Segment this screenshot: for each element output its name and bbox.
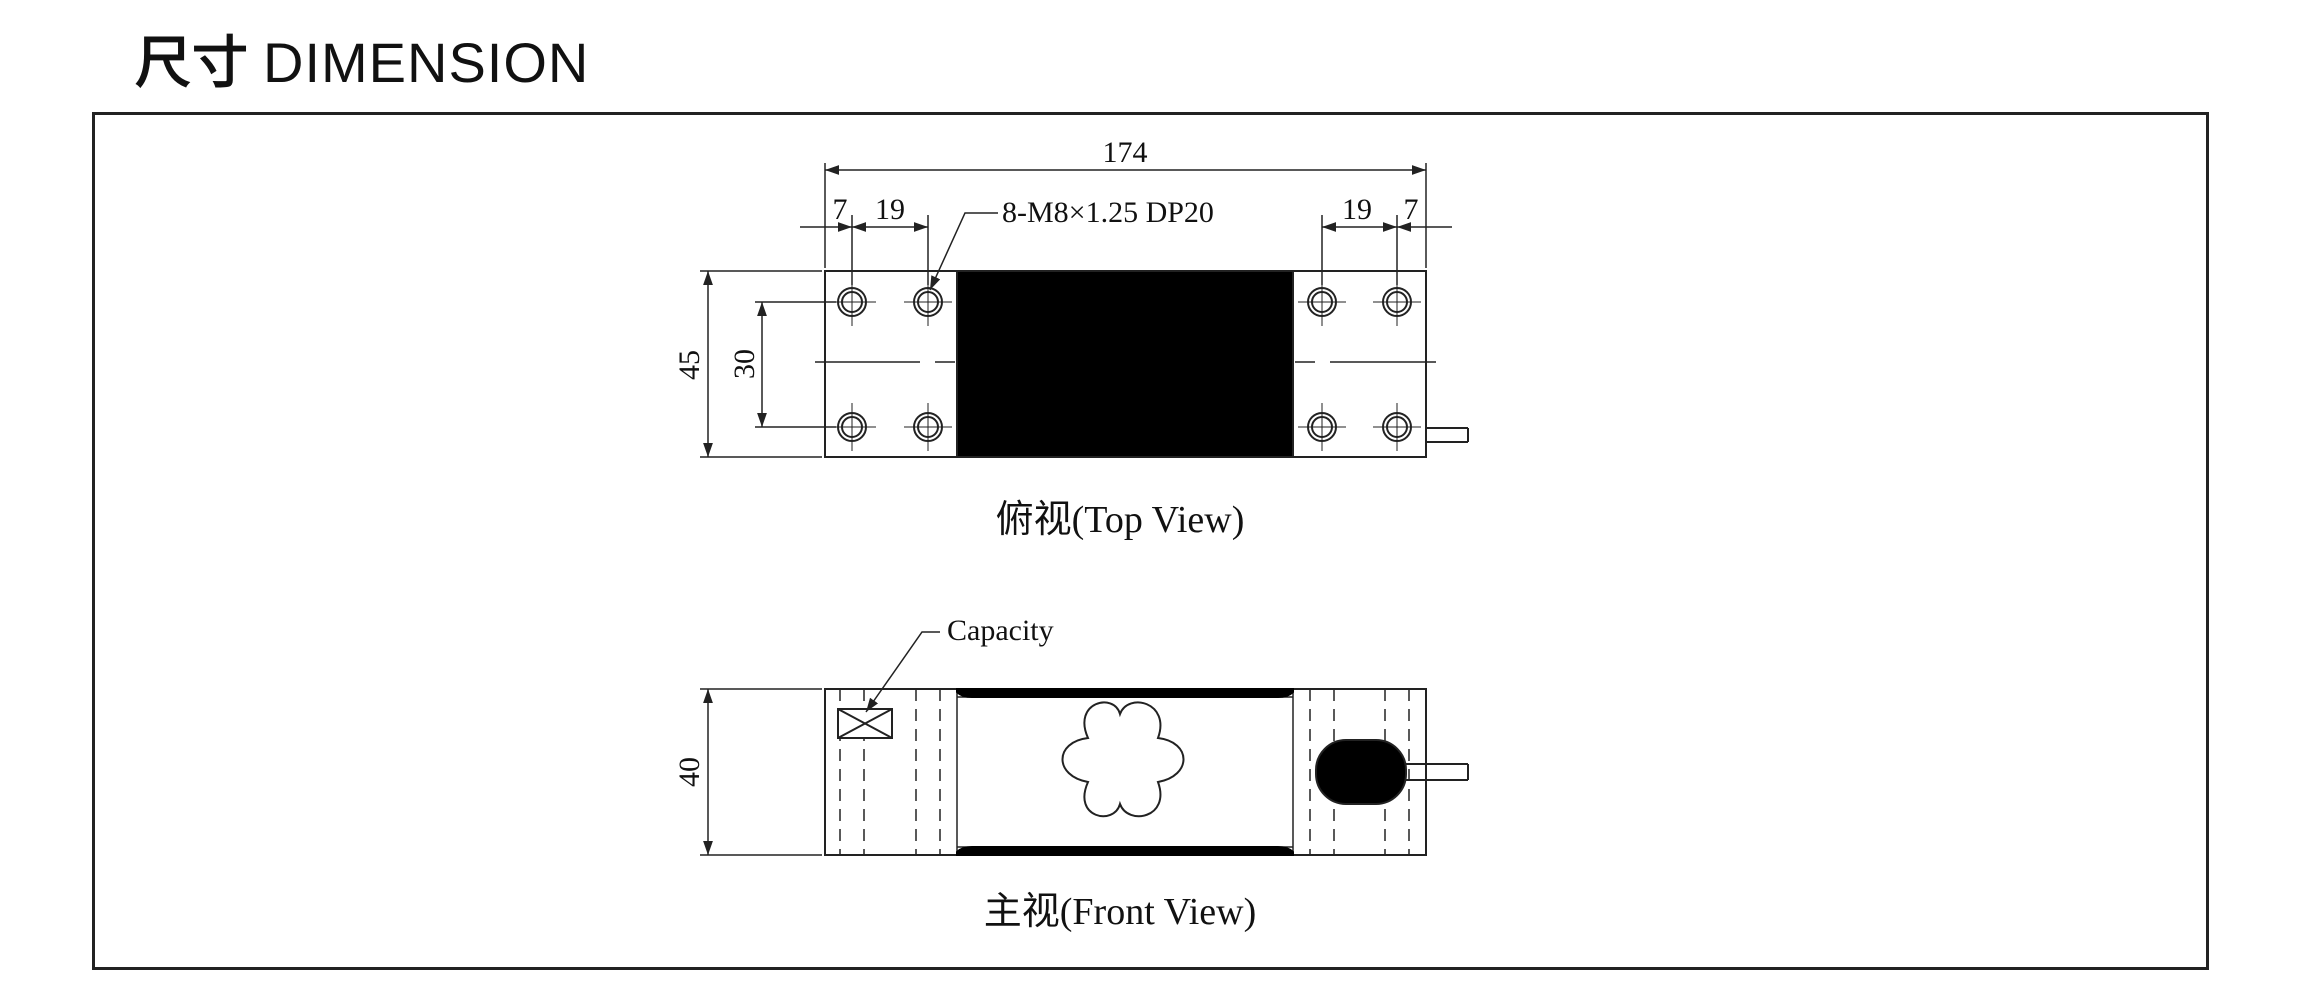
hole: [1298, 403, 1346, 451]
hole-callout: 8-M8×1.25 DP20: [1002, 196, 1214, 229]
hole: [1298, 278, 1346, 326]
front-view-step-lines: [956, 689, 1294, 855]
hole: [904, 403, 952, 451]
front-view-connector: [1315, 739, 1407, 805]
heading-en: DIMENSION: [263, 31, 590, 94]
dim-overall-length: 174: [1103, 136, 1148, 169]
dim-width: 45: [673, 350, 706, 380]
top-view: [700, 163, 1469, 458]
top-view-cable: [1426, 427, 1469, 443]
hole: [1373, 278, 1421, 326]
front-view-hidden-lines: [839, 689, 1410, 855]
front-view-cable: [1406, 763, 1469, 781]
heading-cn: 尺寸: [135, 31, 249, 96]
front-view-top-slot: [956, 688, 1294, 698]
capacity-callout-leader: [865, 631, 940, 713]
front-view: [700, 631, 1469, 856]
capacity-callout: Capacity: [947, 614, 1054, 647]
dim-edge-left: 7: [833, 193, 848, 226]
top-view-dimension-lines: [703, 165, 1452, 457]
hole: [904, 278, 952, 326]
dim-pitch-left: 19: [875, 193, 905, 226]
hole: [1373, 403, 1421, 451]
front-view-center-aperture: [1061, 701, 1185, 818]
top-view-center-block: [956, 270, 1294, 458]
dim-pitch-right: 19: [1342, 193, 1372, 226]
hole-callout-leader: [929, 212, 998, 291]
dim-hole-spacing: 30: [728, 349, 761, 379]
capacity-label-box: [837, 708, 893, 739]
front-view-bottom-slot: [956, 846, 1294, 856]
dim-edge-right: 7: [1404, 193, 1419, 226]
top-view-label: 俯视(Top View): [996, 499, 1245, 541]
front-view-extension-lines: [700, 688, 822, 856]
dim-height: 40: [673, 757, 706, 787]
front-view-label: 主视(Front View): [984, 891, 1257, 933]
drawing-frame: [92, 112, 2209, 970]
